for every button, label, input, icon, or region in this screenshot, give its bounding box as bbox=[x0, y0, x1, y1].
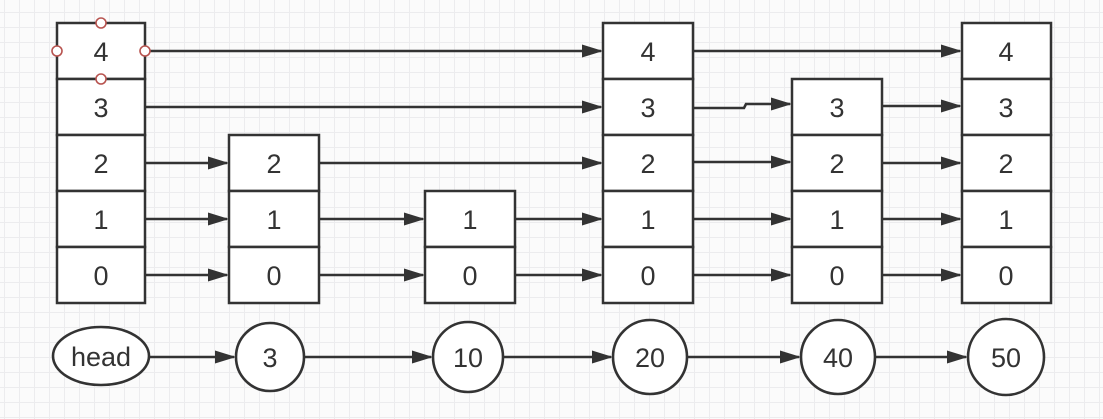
node-label: 10 bbox=[453, 343, 483, 373]
connection-point-icon[interactable] bbox=[95, 17, 107, 29]
tower-20: 4 3 2 1 0 bbox=[601, 21, 695, 305]
cell-label: 1 bbox=[266, 205, 281, 235]
cell-label: 0 bbox=[829, 261, 844, 291]
cell-label: 2 bbox=[640, 149, 655, 179]
cell-label: 3 bbox=[829, 93, 844, 123]
node-label: 40 bbox=[823, 343, 853, 373]
cell-label: 1 bbox=[640, 205, 655, 235]
cell-label: 0 bbox=[93, 261, 108, 291]
tower-head-cell-l0[interactable] bbox=[55, 245, 147, 305]
cell-label: 3 bbox=[640, 93, 655, 123]
tower-3-cell-l0[interactable] bbox=[227, 245, 321, 305]
cell-label: 0 bbox=[640, 261, 655, 291]
cell-label: 1 bbox=[998, 205, 1013, 235]
cell-label: 1 bbox=[462, 205, 477, 235]
cell-label: 3 bbox=[93, 93, 108, 123]
tower-40-cell-l0[interactable] bbox=[790, 245, 884, 305]
node-circle-20[interactable] bbox=[611, 318, 689, 396]
tower-10: 1 0 bbox=[423, 189, 517, 305]
connection-point-icon[interactable] bbox=[51, 45, 63, 57]
tower-3: 2 1 0 bbox=[227, 133, 321, 305]
cell-label: 3 bbox=[998, 93, 1013, 123]
tower-20-cell-l0[interactable] bbox=[601, 245, 695, 305]
tower-20-cell-l3[interactable] bbox=[601, 77, 695, 137]
cell-label: 2 bbox=[266, 149, 281, 179]
node-label: 3 bbox=[262, 343, 277, 373]
cell-label: 2 bbox=[829, 149, 844, 179]
node-label: 20 bbox=[635, 343, 665, 373]
level-3-pointers bbox=[146, 97, 962, 114]
node-circle-40[interactable] bbox=[799, 318, 877, 396]
node-circle-50[interactable] bbox=[966, 317, 1046, 397]
node-circle-10[interactable] bbox=[431, 320, 505, 394]
tower-head-cell-l2[interactable] bbox=[55, 133, 147, 193]
tower-head-cell-l1[interactable] bbox=[55, 189, 147, 249]
cell-label: 0 bbox=[266, 261, 281, 291]
cell-label: 1 bbox=[93, 205, 108, 235]
cell-label: 2 bbox=[93, 149, 108, 179]
level-2-pointers bbox=[146, 155, 962, 170]
pointer-arrow-l3-20-to-40[interactable] bbox=[694, 97, 792, 111]
tower-head-cell-l4[interactable] bbox=[55, 21, 147, 81]
cell-label: 0 bbox=[462, 261, 477, 291]
tower-10-cell-l0[interactable] bbox=[423, 245, 517, 305]
tower-50-cell-l3[interactable] bbox=[960, 77, 1053, 137]
tower-3-cell-l2[interactable] bbox=[227, 133, 321, 193]
tower-40-cell-l1[interactable] bbox=[790, 189, 884, 249]
tower-40-cell-l3[interactable] bbox=[790, 77, 884, 137]
head-node-ellipse[interactable] bbox=[51, 325, 151, 387]
tower-50: 4 3 2 1 0 bbox=[960, 21, 1053, 305]
node-label: 50 bbox=[991, 343, 1021, 373]
tower-20-cell-l1[interactable] bbox=[601, 189, 695, 249]
tower-head-cell-l3[interactable] bbox=[55, 77, 147, 137]
cell-label: 2 bbox=[998, 149, 1013, 179]
cell-label: 0 bbox=[998, 261, 1013, 291]
tower-40: 3 2 1 0 bbox=[790, 77, 884, 305]
node-circle-3[interactable] bbox=[234, 321, 306, 393]
node-label: head bbox=[71, 342, 131, 372]
tower-50-cell-l4[interactable] bbox=[960, 21, 1053, 81]
connection-point-icon[interactable] bbox=[95, 73, 107, 85]
cell-label: 4 bbox=[998, 37, 1013, 67]
tower-3-cell-l1[interactable] bbox=[227, 189, 321, 249]
tower-20-cell-l2[interactable] bbox=[601, 133, 695, 193]
tower-head: 4 3 2 1 0 bbox=[51, 17, 151, 305]
tower-50-cell-l0[interactable] bbox=[960, 245, 1053, 305]
tower-10-cell-l1[interactable] bbox=[423, 189, 517, 249]
tower-20-cell-l4[interactable] bbox=[601, 21, 695, 81]
connection-point-icon[interactable] bbox=[139, 45, 151, 57]
cell-label: 4 bbox=[93, 37, 108, 67]
base-list-nodes: head 3 10 20 40 50 bbox=[51, 317, 1046, 397]
cell-label: 1 bbox=[829, 205, 844, 235]
cell-label: 4 bbox=[640, 37, 655, 67]
